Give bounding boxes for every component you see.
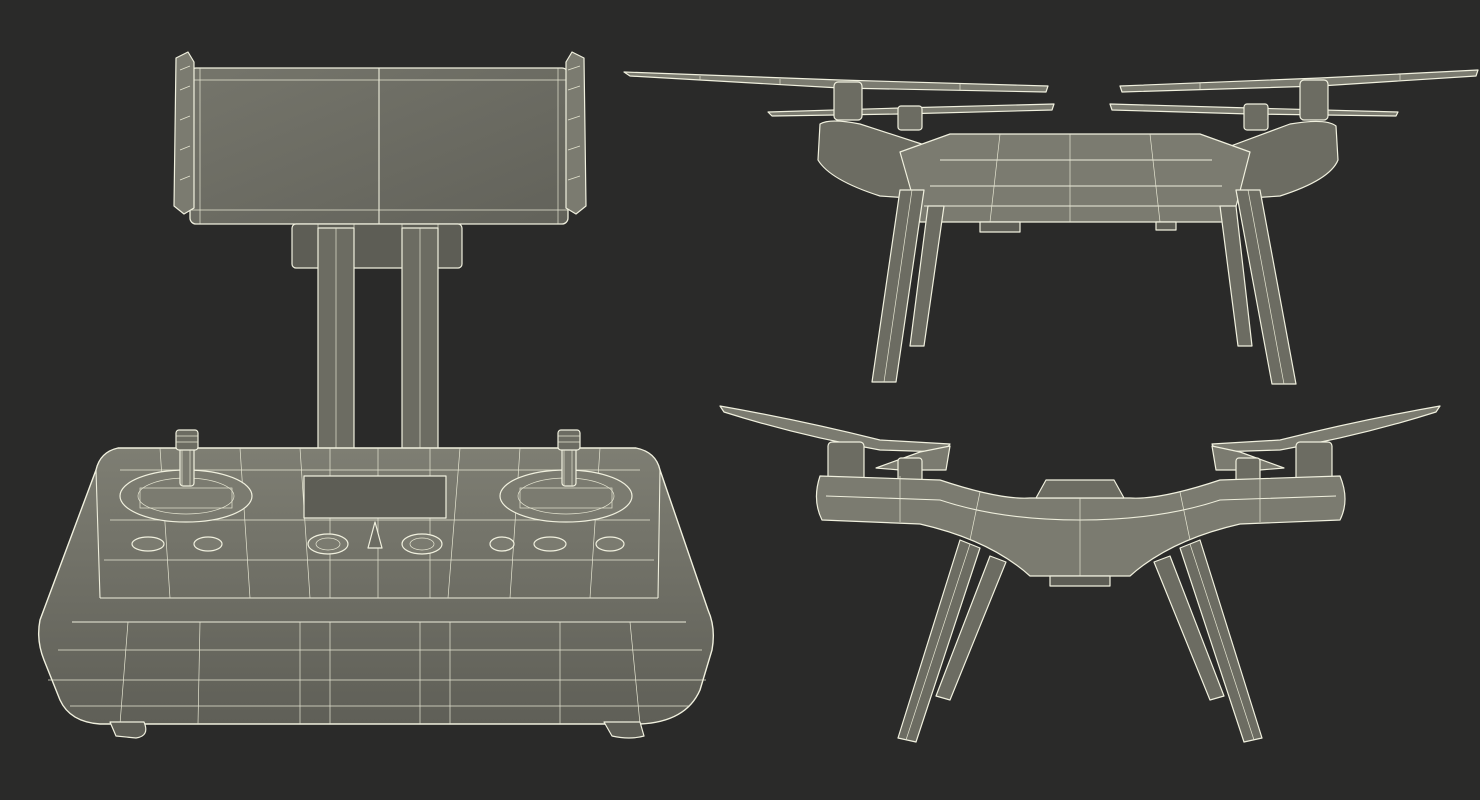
remote-controller: [37, 51, 715, 739]
side-legs: [871, 189, 1297, 385]
front-top-dome: [1035, 479, 1125, 499]
left-joystick: [175, 429, 199, 487]
right-joystick: [557, 429, 581, 487]
drone-front-view: [719, 405, 1441, 743]
front-propellers: [719, 405, 1441, 471]
front-body: [815, 475, 1346, 577]
tablet-holder: [173, 51, 587, 269]
side-propellers: [623, 69, 1479, 117]
front-legs: [897, 539, 1263, 743]
side-body: [899, 133, 1251, 223]
controller-buttons: [131, 521, 625, 555]
front-motors: [827, 441, 1333, 483]
side-motors: [833, 79, 1329, 131]
drone-side-view: [623, 69, 1479, 385]
